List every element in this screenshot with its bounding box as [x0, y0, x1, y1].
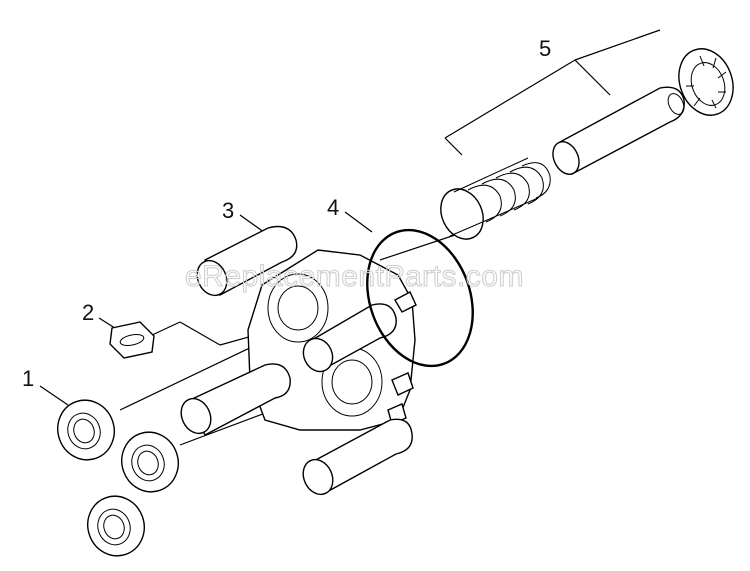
callout-4: 4 — [327, 195, 339, 220]
callout-2: 2 — [82, 300, 94, 325]
piston-tube-left — [180, 363, 291, 436]
square-seal — [109, 321, 155, 359]
piston-tube-top — [196, 225, 298, 297]
retainer-ring — [678, 48, 734, 116]
callout-5: 5 — [539, 36, 551, 61]
o-ring — [366, 228, 474, 368]
seal-ring-lower — [87, 495, 145, 557]
seal-ring-middle — [121, 431, 179, 493]
callout-3: 3 — [222, 198, 234, 223]
callout-1: 1 — [22, 366, 34, 391]
watermark-text: eReplacementParts.com — [185, 260, 524, 293]
seal-ring-upper — [57, 399, 115, 461]
valve-spring — [440, 157, 551, 240]
guide-pin — [552, 86, 685, 175]
piston-tube-bottom — [302, 418, 413, 496]
